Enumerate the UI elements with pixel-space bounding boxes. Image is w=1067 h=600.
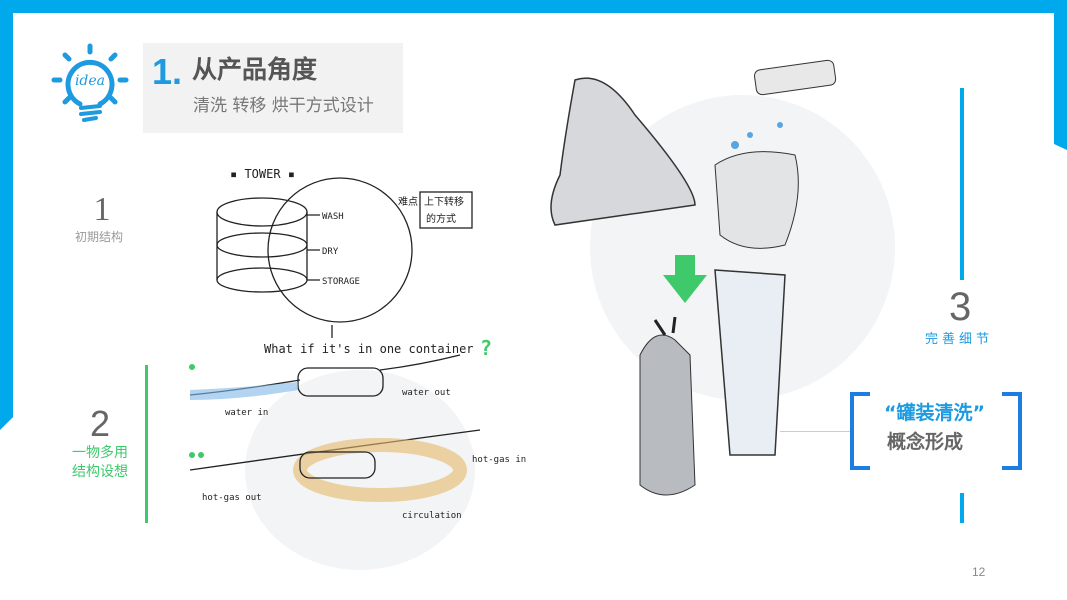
frame-left-bar (0, 0, 13, 430)
sketch-bg-circle (245, 370, 475, 570)
svg-text:DRY: DRY (322, 247, 339, 257)
step-3-number: 3 (949, 285, 972, 329)
concept-title: “罐装清洗” (884, 402, 985, 424)
bracket-right (1002, 392, 1022, 470)
connector-line (780, 431, 850, 432)
title-box (143, 43, 403, 133)
svg-text:STORAGE: STORAGE (322, 277, 360, 287)
svg-text:water in: water in (225, 408, 268, 418)
section-number: 1. (152, 51, 183, 92)
svg-text:?: ? (480, 336, 492, 360)
svg-text:water out: water out (402, 388, 451, 398)
page-title: 从产品角度 (192, 55, 318, 84)
svg-text:What if it's in one container: What if it's in one container (264, 342, 474, 356)
svg-text:WASH: WASH (322, 212, 344, 222)
svg-text:难点 上下转移: 难点 上下转移 (398, 195, 464, 208)
step-1-number: 1 (93, 191, 111, 228)
step-3-top-line (960, 88, 964, 280)
page-subtitle: 清洗 转移 烘干方式设计 (193, 96, 374, 116)
svg-text:的方式: 的方式 (426, 212, 456, 225)
product-sketch (550, 59, 837, 496)
idea-bulb-icon: idea (51, 43, 129, 122)
page-number: 12 (972, 565, 986, 579)
svg-text:▪ TOWER ▪: ▪ TOWER ▪ (230, 167, 295, 181)
svg-text:hot-gas in: hot-gas in (472, 455, 526, 465)
bracket-left (850, 392, 870, 470)
step-2-label-2: 结构设想 (72, 464, 128, 480)
concept-sketch: ▪ TOWER ▪ WASH DRY STORAGE 难点 上下转移 的方式 W… (189, 167, 526, 521)
svg-text:idea: idea (75, 73, 105, 89)
step-3-bottom-line (960, 493, 964, 523)
frame-right-bar (1054, 0, 1067, 150)
step-2-divider (145, 365, 148, 523)
step-2-number: 2 (90, 403, 111, 444)
svg-text:circulation: circulation (402, 511, 462, 521)
svg-text:hot-gas out: hot-gas out (202, 493, 262, 503)
concept-subtitle: 概念形成 (887, 431, 964, 453)
frame-top-bar (0, 0, 1067, 13)
step-2-label-1: 一物多用 (72, 445, 128, 461)
step-1-label: 初期结构 (75, 230, 124, 244)
step-3-label: 完善细节 (925, 332, 994, 347)
